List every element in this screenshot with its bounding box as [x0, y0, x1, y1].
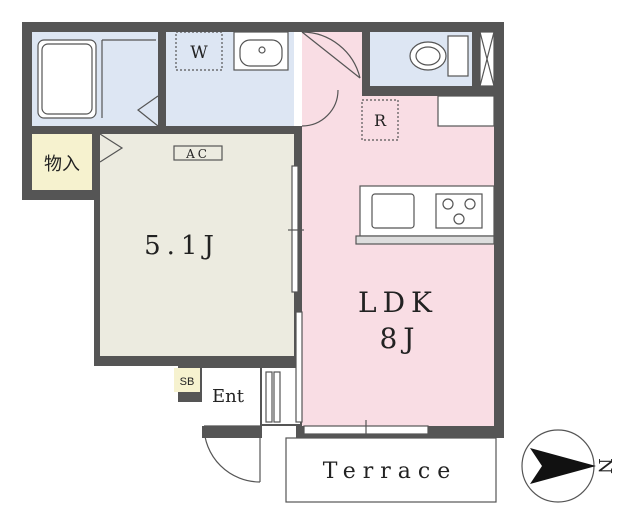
compass-needle-icon	[530, 448, 596, 484]
refrigerator-space	[361, 99, 399, 141]
corridor-floor	[294, 32, 302, 126]
entrance-floor	[202, 368, 260, 426]
shoebox-floor	[174, 368, 200, 392]
terrace	[285, 437, 497, 503]
labels: W R 物入 AC 5.1J LDK 8J SB Ent Terrace	[44, 43, 457, 484]
north-label: N	[594, 458, 615, 474]
storage-floor	[32, 134, 92, 190]
washer-label: W	[190, 43, 208, 63]
western-room-floor	[100, 134, 294, 356]
aircon-unit	[173, 145, 223, 161]
terrace-label: Terrace	[323, 459, 457, 484]
kitchen-counter	[355, 185, 495, 245]
bathtub	[37, 39, 97, 119]
fixtures	[37, 31, 495, 483]
washer-space	[175, 31, 223, 71]
wash-basin	[233, 31, 289, 71]
storage-label: 物入	[44, 154, 80, 175]
toilet	[409, 35, 469, 77]
counter	[437, 95, 495, 127]
north-arrow: N	[521, 429, 615, 503]
refrigerator-label: R	[374, 111, 387, 130]
western-room-label: 5.1J	[144, 231, 220, 261]
ldk-size-label: 8J	[379, 322, 420, 355]
shoebox-label: SB	[180, 376, 195, 388]
aircon-label: AC	[185, 147, 210, 161]
ldk-label: LDK	[358, 286, 438, 319]
entrance-label: Ent	[212, 386, 245, 407]
